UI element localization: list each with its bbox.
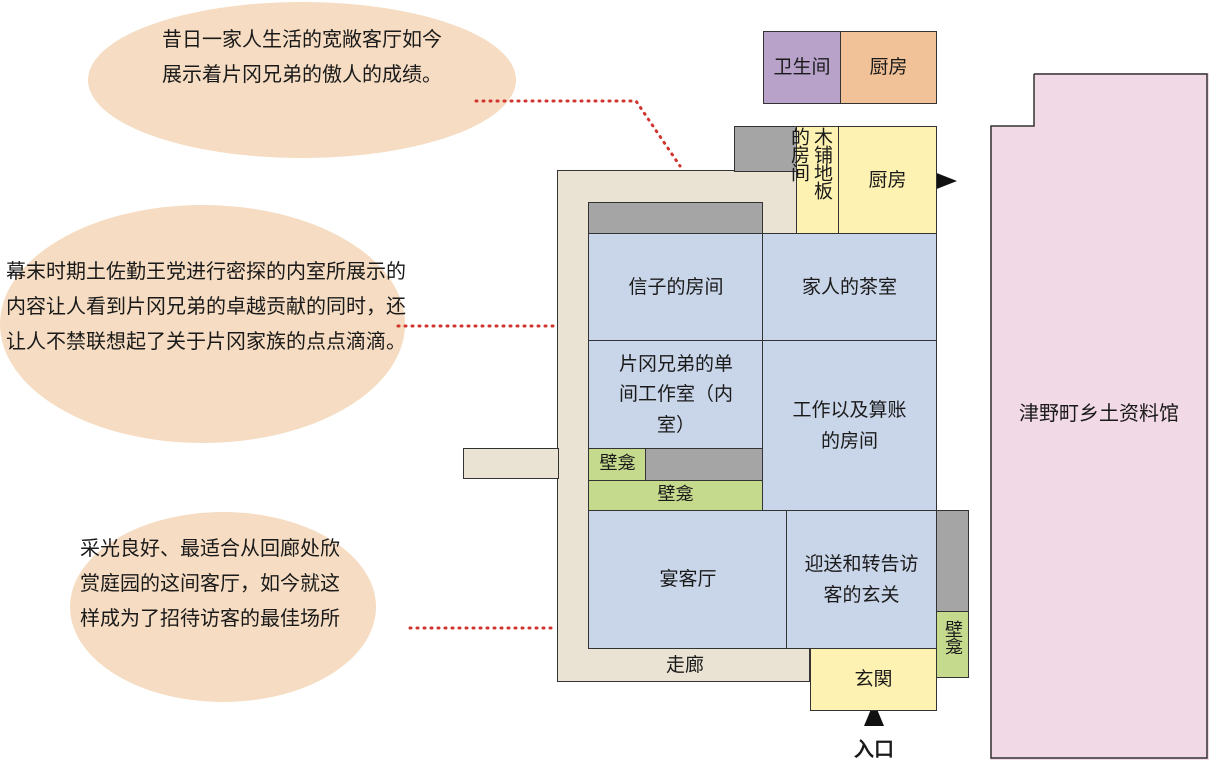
note-living-room: 昔日一家人生活的宽敞客厅如今展示着片冈兄弟的傲人的成绩。 [162,27,442,86]
note-bubble-middle [0,205,405,443]
museum-building [990,73,1209,760]
note-bubble-bottom [70,512,376,702]
wood-floor-label-col1: 的房间 [788,127,810,181]
wood-floor-room [796,126,839,234]
leader-line-top [474,99,682,168]
brothers-workroom: 片冈兄弟的单间工作室（内室） [588,340,764,449]
note-bubble-top [88,2,516,158]
wood-floor-label-col2: 木铺地板 [811,127,833,199]
alcove-long: 壁龛 [588,480,763,511]
storage-grey-right [936,510,969,612]
arrow-up-icon [864,702,884,726]
corridor-stub [463,448,559,479]
storage-grey-middle [645,448,763,481]
family-tea-room: 家人的茶室 [762,233,937,341]
note-inner-room: 幕末时期土佐勤王党进行密探的内室所展示的内容让人看到片冈兄弟的卓越贡献的同时，还… [6,259,406,353]
genkan-room: 玄関 [810,648,937,711]
accounting-room: 工作以及算账的房间 [762,340,937,511]
storage-grey-top [734,126,797,172]
entrance-label: 入口 [854,737,894,761]
kitchen-top-room: 厨房 [840,31,937,104]
museum-label: 津野町乡土资料馆 [1019,401,1179,425]
alcove-entrance-box [936,611,969,678]
reception-hall: 迎送和转告访客的玄关 [786,510,937,649]
banquet-hall: 宴客厅 [588,510,788,649]
alcove-small: 壁龛 [588,448,647,481]
alcove-entrance-label: 壁龛 [942,620,963,654]
kitchen-room: 厨房 [838,126,937,234]
note-guest-room: 采光良好、最适合从回廊处欣赏庭园的这间客厅，如今就这样成为了招待访客的最佳场所 [80,536,340,630]
nobuko-room: 信子的房间 [588,233,764,341]
corridor-label: 走廊 [665,654,704,676]
toilet-room: 卫生间 [763,31,841,104]
